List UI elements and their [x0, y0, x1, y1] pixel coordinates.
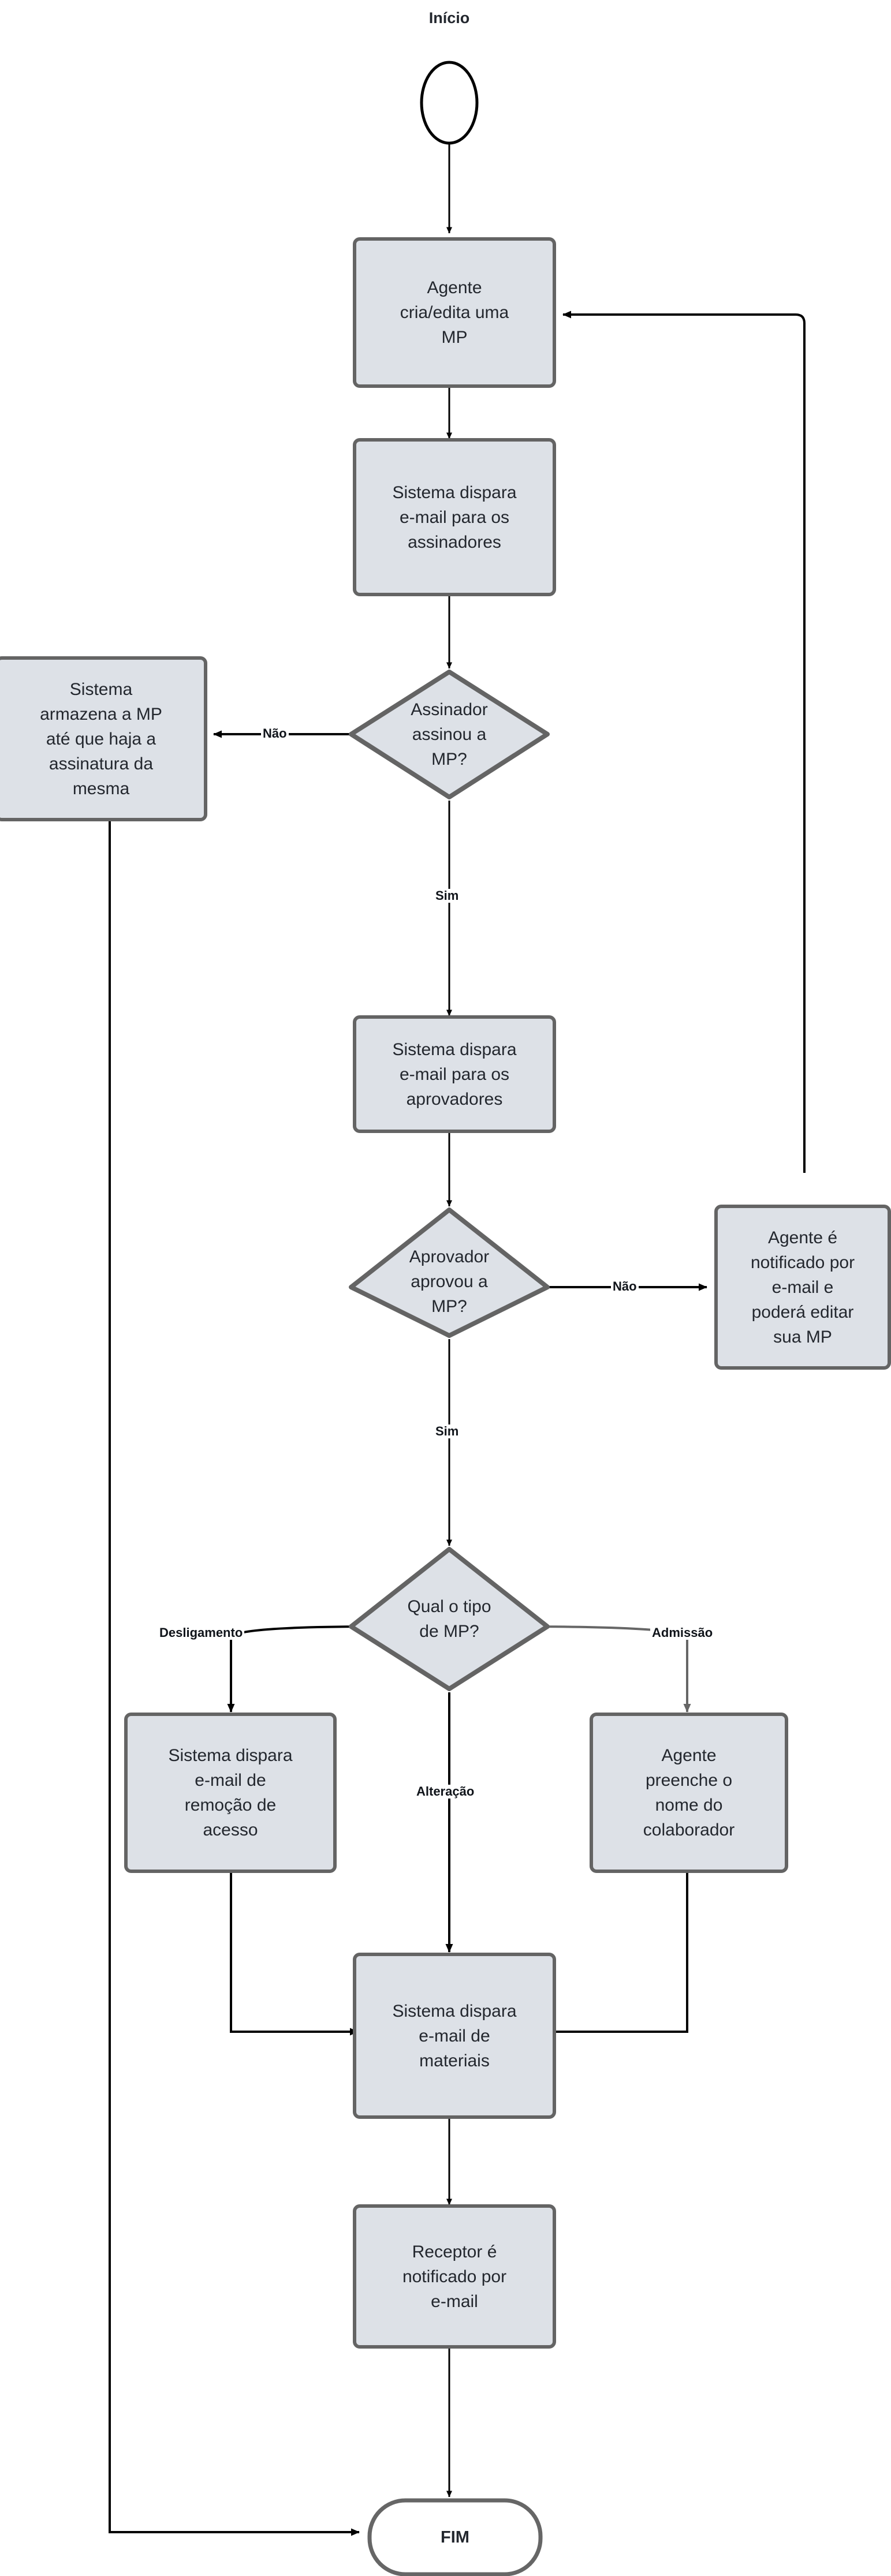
node-agente-notificado-hit[interactable]	[716, 1206, 889, 1368]
node-cria-edita-box	[353, 237, 556, 388]
node-receptor-notificado-hit[interactable]	[355, 2206, 554, 2347]
node-armazena-box	[0, 656, 207, 821]
edge-armazena-to-fim	[109, 820, 360, 2536]
node-email-assinadores-box	[353, 438, 556, 596]
node-receptor-notificado-box	[353, 2204, 556, 2349]
node-email-materiais-box	[353, 1953, 556, 2119]
edge-remocao-to-materiais	[230, 1871, 359, 2036]
node-email-remocao-hit[interactable]	[126, 1714, 335, 1871]
node-preenche-nome-box	[590, 1713, 788, 1873]
node-preenche-nome-hit[interactable]	[591, 1714, 786, 1871]
edge-preenche-to-materiais	[542, 1871, 688, 2036]
node-dec-assinou-diamond	[349, 670, 550, 799]
node-start-ellipse-hit[interactable]	[422, 62, 477, 143]
node-end-terminal	[367, 2498, 543, 2576]
node-dec-aprovou-hit[interactable]	[351, 1210, 547, 1336]
node-email-aprovadores-box	[353, 1015, 556, 1133]
node-armazena-hit[interactable]	[0, 658, 206, 820]
node-dec-assinou-hit[interactable]	[351, 672, 547, 797]
node-email-aprovadores-hit[interactable]	[355, 1017, 554, 1131]
node-start-ellipse	[420, 61, 479, 145]
node-end-hit[interactable]	[370, 2500, 540, 2574]
node-dec-aprovou-diamond	[349, 1207, 550, 1338]
node-email-materiais-hit[interactable]	[355, 1954, 554, 2117]
node-cria-edita-hit[interactable]	[355, 239, 554, 386]
node-email-assinadores-hit[interactable]	[355, 440, 554, 595]
node-email-remocao-box	[124, 1713, 337, 1873]
diagram-title: Início	[428, 9, 470, 27]
node-dec-tipo-hit[interactable]	[351, 1549, 547, 1689]
node-dec-tipo-diamond	[349, 1547, 550, 1691]
node-agente-notificado-box	[714, 1205, 891, 1370]
edge-agente-notif-loop	[562, 311, 806, 1173]
